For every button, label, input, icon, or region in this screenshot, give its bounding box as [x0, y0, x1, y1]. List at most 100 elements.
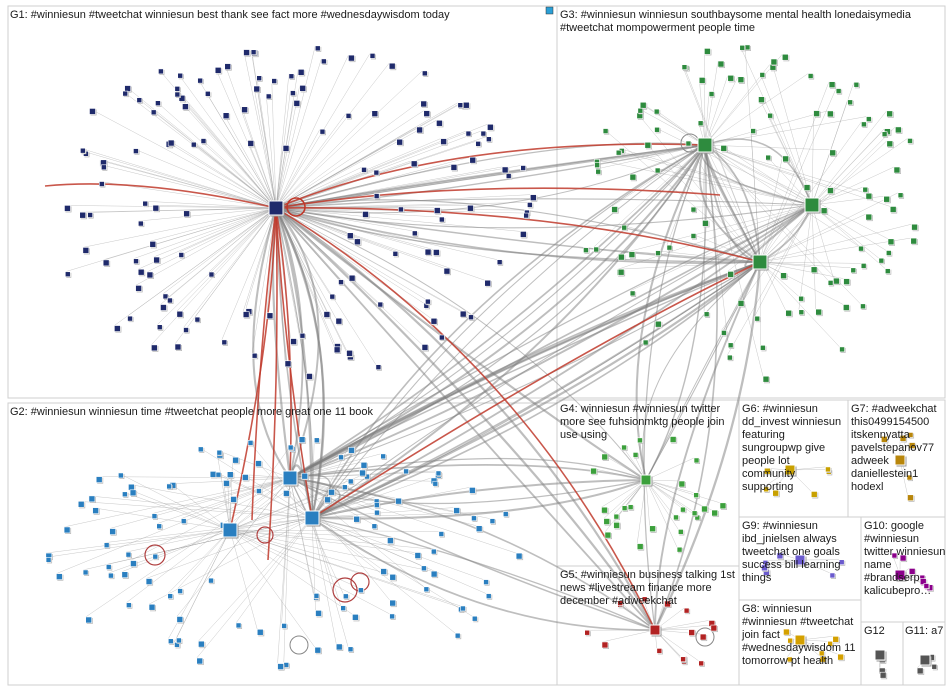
node-g2[interactable] [502, 511, 509, 517]
node-g3[interactable] [782, 155, 789, 163]
node-g3[interactable] [654, 126, 660, 133]
node-g1[interactable] [99, 181, 105, 187]
node-g4[interactable] [621, 505, 628, 511]
node-g2[interactable] [489, 518, 496, 524]
node-g1[interactable] [146, 271, 154, 279]
node-g2[interactable] [380, 453, 386, 460]
node-g1[interactable] [174, 86, 181, 92]
node-g7[interactable] [881, 436, 888, 443]
node-g1[interactable] [265, 93, 272, 100]
hub-node-g8[interactable] [794, 634, 806, 646]
node-g2[interactable] [109, 528, 116, 535]
node-g1[interactable] [122, 90, 129, 97]
node-g4[interactable] [636, 543, 644, 550]
node-g2[interactable] [118, 472, 124, 479]
node-g1[interactable] [468, 314, 474, 321]
node-g1[interactable] [138, 220, 144, 227]
node-g3[interactable] [886, 140, 894, 148]
node-g3[interactable] [887, 238, 895, 246]
node-g1[interactable] [183, 327, 189, 333]
node-g1[interactable] [282, 145, 290, 152]
hub-node-g9[interactable] [794, 554, 806, 566]
node-g3[interactable] [698, 77, 706, 84]
node-g2[interactable] [223, 480, 230, 487]
node-g1[interactable] [467, 204, 474, 212]
node-g8[interactable] [787, 637, 793, 644]
node-g1[interactable] [299, 85, 307, 92]
node-g6[interactable] [810, 491, 818, 498]
node-g1[interactable] [398, 206, 404, 213]
node-g2[interactable] [423, 586, 430, 593]
node-g3[interactable] [860, 303, 866, 310]
node-g1[interactable] [101, 164, 107, 171]
node-g1[interactable] [178, 252, 185, 258]
node-g1[interactable] [323, 311, 331, 318]
node-g3[interactable] [697, 120, 704, 127]
node-g3[interactable] [721, 330, 727, 336]
node-g2[interactable] [353, 515, 360, 523]
node-g2[interactable] [469, 487, 476, 494]
node-g4[interactable] [613, 522, 620, 529]
node-g1[interactable] [480, 130, 487, 137]
node-g3[interactable] [881, 131, 888, 138]
node-g3[interactable] [828, 81, 836, 88]
node-g2[interactable] [45, 557, 52, 563]
node-g2[interactable] [121, 571, 129, 579]
node-g5[interactable] [688, 629, 696, 636]
node-g4[interactable] [621, 444, 627, 451]
node-g3[interactable] [704, 48, 711, 55]
node-g2[interactable] [389, 599, 397, 607]
node-g3[interactable] [739, 44, 746, 51]
node-g7[interactable] [899, 435, 907, 442]
node-g3[interactable] [827, 280, 834, 286]
node-g2[interactable] [421, 565, 427, 572]
node-g3[interactable] [907, 138, 913, 144]
node-g1[interactable] [425, 298, 431, 305]
node-g1[interactable] [297, 69, 305, 76]
node-g1[interactable] [410, 160, 418, 168]
node-g3[interactable] [653, 108, 660, 115]
node-g2[interactable] [277, 663, 284, 670]
node-g1[interactable] [436, 119, 443, 127]
node-g3[interactable] [883, 195, 891, 203]
node-g2[interactable] [435, 470, 442, 477]
node-g1[interactable] [80, 147, 86, 154]
node-g1[interactable] [373, 193, 380, 199]
node-g3[interactable] [858, 245, 864, 252]
node-g4[interactable] [678, 529, 684, 535]
node-g1[interactable] [137, 268, 145, 276]
node-g10[interactable] [919, 578, 927, 585]
node-g3[interactable] [780, 272, 787, 279]
node-g1[interactable] [314, 45, 321, 52]
node-g4[interactable] [691, 510, 698, 517]
node-g2[interactable] [347, 478, 354, 485]
node-g2[interactable] [63, 526, 71, 534]
node-g3[interactable] [820, 207, 828, 215]
node-g3[interactable] [637, 107, 644, 114]
node-g3[interactable] [690, 206, 697, 213]
node-g2[interactable] [313, 437, 320, 444]
node-g11[interactable] [916, 667, 924, 675]
node-g3[interactable] [878, 257, 885, 264]
node-g1[interactable] [64, 205, 71, 212]
node-g4[interactable] [711, 509, 719, 517]
node-g3[interactable] [618, 253, 625, 261]
node-g2[interactable] [287, 444, 294, 451]
node-g6[interactable] [763, 486, 769, 493]
node-g7[interactable] [907, 432, 914, 438]
node-g1[interactable] [362, 211, 369, 218]
node-g1[interactable] [177, 72, 184, 79]
node-g3[interactable] [727, 271, 734, 278]
node-g2[interactable] [453, 507, 460, 514]
node-g1[interactable] [527, 202, 533, 208]
node-g2[interactable] [126, 602, 132, 608]
node-g3[interactable] [655, 320, 662, 328]
node-g2[interactable] [342, 593, 349, 600]
hub-node-g3[interactable] [697, 137, 713, 153]
node-g2[interactable] [430, 548, 437, 555]
node-g1[interactable] [167, 139, 175, 147]
node-g1[interactable] [523, 212, 529, 219]
node-g3[interactable] [760, 344, 766, 351]
node-g1[interactable] [156, 324, 163, 331]
node-g3[interactable] [727, 342, 734, 349]
